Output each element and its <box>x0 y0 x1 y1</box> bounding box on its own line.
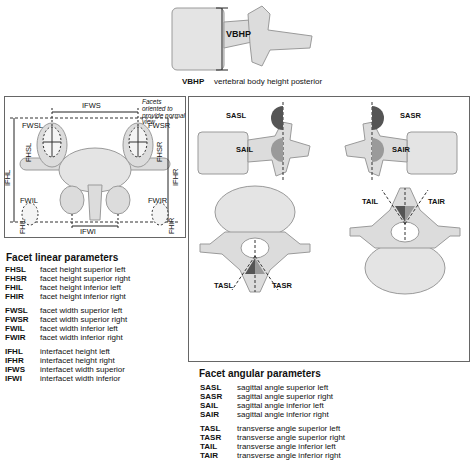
lateral-vertebra <box>248 6 312 66</box>
panel-box: Facet angular parameters <box>188 96 470 362</box>
posterior-vertebra <box>52 127 53 157</box>
transverse-views <box>200 186 460 294</box>
abbreviation: SAIR <box>200 411 219 419</box>
definition-text: transverse angle superior left <box>237 425 340 433</box>
measure-label: FHSR <box>156 142 164 162</box>
definition-text: transverse angle inferior right <box>237 452 341 460</box>
measure-label: SASR <box>400 112 421 120</box>
posterior-vertebra <box>106 186 130 214</box>
transverse-inferior-view <box>350 188 460 294</box>
lateral-vertebra <box>172 8 224 70</box>
abbreviation: SAIL <box>200 402 218 410</box>
definition-text: sagittal angle inferior right <box>237 411 329 419</box>
sagittal-left-view <box>198 102 310 180</box>
sagittal-views <box>198 102 457 180</box>
lateral-vertebra <box>216 8 228 9</box>
abbreviation: TASL <box>200 425 220 433</box>
lateral-vertebra <box>216 70 228 71</box>
abbreviation: IFHR <box>5 357 24 365</box>
measure-label: IFWI <box>80 228 96 236</box>
abbreviation: FWSL <box>5 307 28 315</box>
posterior-vertebra <box>10 108 180 230</box>
definition-text: facet height inferior left <box>40 284 121 292</box>
measure-label: TAIR <box>428 198 445 206</box>
measure-label: FWSL <box>22 122 43 130</box>
measure-label: IFHL <box>4 170 12 186</box>
measure-label: IFHR <box>172 169 180 187</box>
definition-text: interfacet width inferior <box>40 375 120 383</box>
definition-text: sagittal angle superior left <box>237 384 328 392</box>
measure-label: FWIL <box>20 197 38 205</box>
posterior-vertebra <box>88 185 102 220</box>
measure-label: SAIL <box>236 146 253 154</box>
abbreviation: FHIR <box>5 293 24 301</box>
posterior-vertebra <box>138 127 139 157</box>
abbreviation: IFHL <box>5 348 23 356</box>
posterior-vertebra <box>14 118 15 222</box>
transverse-superior-view <box>200 186 310 292</box>
measure-label: VBHP <box>226 30 251 39</box>
abbreviation: FWIR <box>5 334 25 342</box>
abbreviation: FWSR <box>5 316 29 324</box>
definition-text: facet width superior right <box>40 316 127 324</box>
measure-label: FHSL <box>25 143 33 162</box>
definition-text: sagittal angle inferior left <box>237 402 324 410</box>
lateral-vertebra <box>222 8 223 70</box>
posterior-vertebra <box>123 123 153 167</box>
measure-label: FHIR <box>168 218 175 234</box>
lateral-vertebra <box>224 20 252 48</box>
definition-text: facet width inferior right <box>40 334 123 342</box>
measure-label: FWIR <box>148 197 167 205</box>
measure-label: TASL <box>214 282 233 290</box>
definition-text: interfacet height left <box>40 348 110 356</box>
abbreviation: SASR <box>200 393 222 401</box>
posterior-vertebra <box>52 108 53 127</box>
posterior-vertebra <box>52 112 138 113</box>
panel-heading: Facet linear parameters <box>6 253 118 263</box>
panel-heading: Facet angular parameters <box>199 369 321 379</box>
definition-text: interfacet width superior <box>40 366 125 374</box>
measure-label: SAIR <box>392 146 410 154</box>
posterior-vertebra <box>60 186 84 214</box>
abbreviation: IFWS <box>5 366 25 374</box>
sagittal-right-view <box>345 102 457 180</box>
measure-label: FHIL <box>19 219 26 234</box>
abbreviation: SASL <box>200 384 221 392</box>
abbreviation: IFWI <box>5 375 22 383</box>
measure-label: vertebral body height posterior <box>214 78 322 86</box>
measure-label: VBHP <box>182 78 204 86</box>
lateral-vertebra <box>172 6 312 70</box>
definition-text: facet width superior left <box>40 307 122 315</box>
measure-label: TAIL <box>362 198 378 206</box>
abbreviation: FHIL <box>5 284 23 292</box>
abbreviation: FHSR <box>5 275 27 283</box>
measure-label: IFWS <box>82 102 101 110</box>
posterior-vertebra <box>138 108 139 127</box>
abbreviation: FWIL <box>5 325 25 333</box>
measure-label: FWSR <box>148 122 170 130</box>
definition-text: facet height superior right <box>40 275 130 283</box>
definition-text: facet height superior left <box>40 266 125 274</box>
posterior-vertebra <box>43 127 61 157</box>
definition-text: transverse angle inferior left <box>237 443 336 451</box>
abbreviation: TASR <box>200 434 221 442</box>
abbreviation: FHSL <box>5 266 26 274</box>
definition-text: facet height inferior right <box>40 293 126 301</box>
definition-text: interfacet height right <box>40 357 115 365</box>
definition-text: facet width inferior left <box>40 325 118 333</box>
abbreviation: TAIR <box>200 452 218 460</box>
abbreviation: TAIL <box>200 443 217 451</box>
posterior-vertebra <box>152 203 168 225</box>
posterior-vertebra <box>168 118 169 222</box>
definition-text: transverse angle superior right <box>237 434 345 442</box>
measure-label: SASL <box>226 112 246 120</box>
posterior-vertebra <box>72 226 118 227</box>
posterior-vertebra <box>72 214 73 230</box>
measure-label: TASR <box>272 282 292 290</box>
posterior-vertebra <box>118 214 119 230</box>
posterior-vertebra <box>37 123 67 167</box>
posterior-vertebra <box>129 127 147 157</box>
definition-text: sagittal angle superior right <box>237 393 333 401</box>
